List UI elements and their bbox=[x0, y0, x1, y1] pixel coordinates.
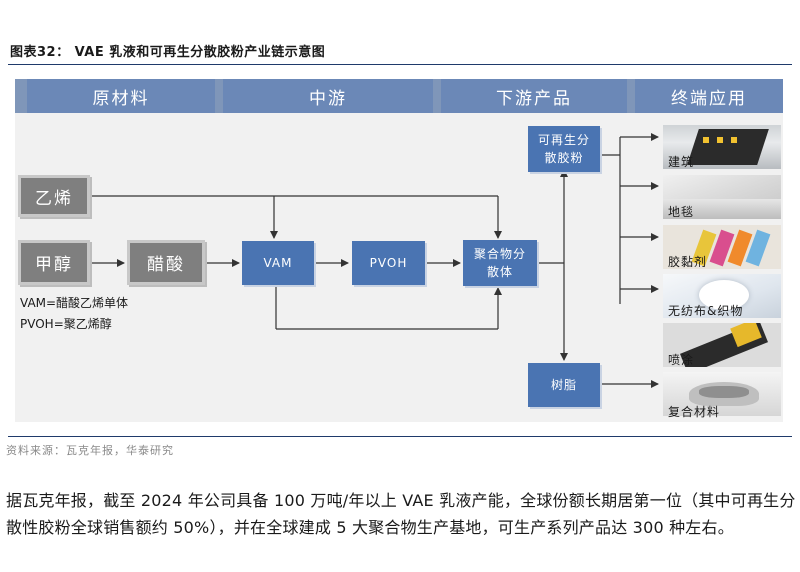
header-end-use: 终端应用 bbox=[635, 79, 783, 113]
body-paragraph: 据瓦克年报，截至 2024 年公司具备 100 万吨/年以上 VAE 乳液产能，… bbox=[6, 491, 796, 537]
node-resin: 树脂 bbox=[528, 363, 600, 407]
title-rule bbox=[8, 64, 792, 65]
node-polymer-dispersion: 聚合物分散体 bbox=[463, 240, 537, 286]
legend-vam: VAM=醋酸乙烯单体 bbox=[20, 296, 129, 310]
node-vam: VAM bbox=[242, 241, 314, 285]
spray-coating-image bbox=[663, 323, 781, 367]
app-spray-coating: 喷涂 bbox=[668, 353, 695, 367]
node-acetic-acid: 醋酸 bbox=[127, 240, 205, 285]
app-adhesive: 胶黏剂 bbox=[668, 255, 708, 269]
node-pvoh: PVOH bbox=[352, 241, 425, 285]
source-rule bbox=[8, 436, 792, 437]
figure-title: 图表32： VAE 乳液和可再生分散胶粉产业链示意图 bbox=[10, 45, 326, 60]
building-image bbox=[663, 125, 781, 169]
node-redispersible-powder: 可再生分散胶粉 bbox=[528, 126, 600, 172]
app-nonwoven: 无纺布&织物 bbox=[668, 304, 744, 318]
adhesive-image bbox=[663, 225, 781, 269]
app-carpet: 地毯 bbox=[668, 205, 695, 219]
source-note: 资料来源：瓦克年报，华泰研究 bbox=[6, 444, 174, 457]
composite-image bbox=[663, 372, 781, 416]
legend-pvoh: PVOH=聚乙烯醇 bbox=[20, 317, 112, 331]
nonwoven-image bbox=[663, 274, 781, 318]
header-downstream: 下游产品 bbox=[441, 79, 627, 113]
carpet-image bbox=[663, 175, 781, 219]
app-composites: 复合材料 bbox=[668, 405, 721, 419]
app-building: 建筑 bbox=[668, 155, 695, 169]
node-ethylene: 乙烯 bbox=[18, 175, 90, 217]
node-methanol: 甲醇 bbox=[18, 240, 90, 285]
header-midstream: 中游 bbox=[223, 79, 433, 113]
header-raw-materials: 原材料 bbox=[27, 79, 215, 113]
